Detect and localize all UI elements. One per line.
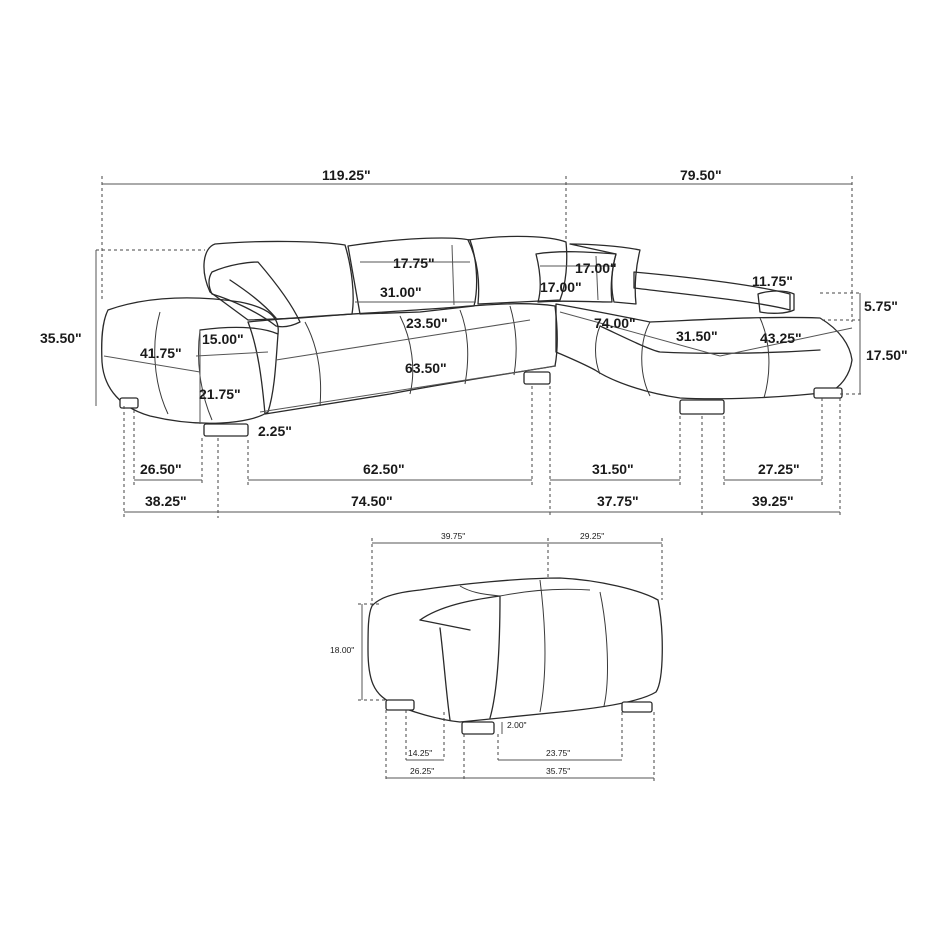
ottoman-bottom-2b: 35.75" bbox=[546, 766, 570, 776]
ottoman-extension-lines bbox=[358, 538, 663, 782]
ottoman-bottom-1b: 23.75" bbox=[546, 748, 570, 758]
back-cushion-height-label: 17.75" bbox=[393, 255, 435, 271]
sectional-dimension-lines bbox=[95, 183, 861, 513]
back-cushion-width-label: 31.00" bbox=[380, 284, 422, 300]
arm-depth-label: 41.75" bbox=[140, 345, 182, 361]
ottoman-top-right-label: 29.25" bbox=[580, 531, 604, 541]
arm-width-label: 15.00" bbox=[202, 331, 244, 347]
seat-depth-inner-label: 23.50" bbox=[406, 315, 448, 331]
bottom-dim-2b: 74.50" bbox=[351, 493, 393, 509]
ottoman-height-label: 18.00" bbox=[330, 645, 354, 655]
ottoman-legs bbox=[385, 699, 653, 735]
sectional-legs bbox=[119, 371, 843, 437]
ottoman-bottom-1a: 14.25" bbox=[408, 748, 432, 758]
bottom-dim-2c: 37.75" bbox=[597, 493, 639, 509]
chaise-cushion-width-label: 31.50" bbox=[676, 328, 718, 344]
ottoman-top-left-label: 39.75" bbox=[441, 531, 465, 541]
bottom-dim-1a: 26.50" bbox=[140, 461, 182, 477]
seat-height-label: 17.50" bbox=[866, 347, 908, 363]
bottom-dim-1c: 31.50" bbox=[592, 461, 634, 477]
ottoman-leg-height-label: 2.00" bbox=[507, 720, 527, 730]
seat-length-label: 63.50" bbox=[405, 360, 447, 376]
pillow-width-label: 17.00" bbox=[575, 260, 617, 276]
overall-width-label: 119.25" bbox=[322, 167, 371, 183]
ottoman-bottom-2a: 26.25" bbox=[410, 766, 434, 776]
sectional-outline bbox=[101, 235, 853, 424]
sectional-extension-lines bbox=[96, 176, 864, 518]
chaise-width-label: 79.50" bbox=[680, 167, 722, 183]
ottoman-labels: 39.75" 29.25" 18.00" 2.00" 14.25" 23.75"… bbox=[330, 531, 604, 776]
arm-height-label: 21.75" bbox=[199, 386, 241, 402]
chaise-length-label: 74.00" bbox=[594, 315, 636, 331]
ottoman-dimension-lines bbox=[361, 542, 662, 779]
bottom-dim-2a: 38.25" bbox=[145, 493, 187, 509]
armrest-width-label: 11.75" bbox=[752, 273, 793, 289]
sectional-labels: 119.25" 79.50" 35.50" 17.75" 31.00" 23.5… bbox=[40, 167, 908, 509]
bottom-dim-1d: 27.25" bbox=[758, 461, 800, 477]
bottom-dim-2d: 39.25" bbox=[752, 493, 794, 509]
leg-height-label: 2.25" bbox=[258, 423, 292, 439]
overall-height-label: 35.50" bbox=[40, 330, 82, 346]
bottom-dim-1b: 62.50" bbox=[363, 461, 405, 477]
ottoman-outline bbox=[367, 577, 663, 723]
pillow-height-label: 17.00" bbox=[540, 279, 582, 295]
armrest-height-label: 5.75" bbox=[864, 298, 898, 314]
chaise-depth-label: 43.25" bbox=[760, 330, 802, 346]
